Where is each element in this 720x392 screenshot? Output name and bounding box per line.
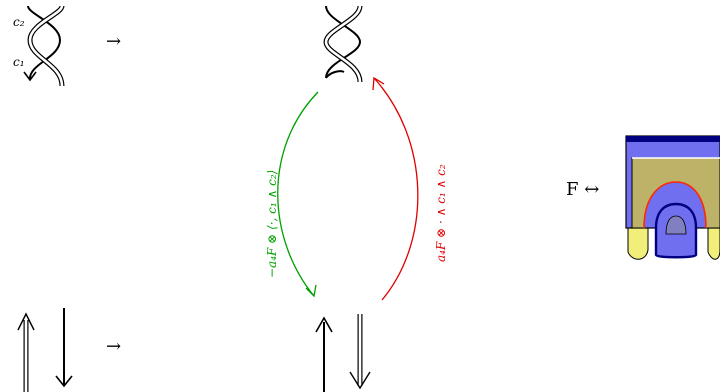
label-c1: c₁: [13, 55, 25, 69]
label-c2: c₂: [13, 15, 25, 29]
right-map-label: a₄F ⊗ · ∧ c₁ ∧ c₂: [434, 164, 448, 262]
bottom-left-strands: [17, 308, 73, 392]
F-picture: [625, 135, 720, 260]
F-relation-label: F ↔: [566, 179, 599, 200]
top-center-braid: [323, 5, 363, 83]
right-map-arc: [372, 76, 419, 301]
arrow-bottom: →: [106, 336, 121, 357]
bottom-center-strands: [315, 314, 371, 392]
left-map-label: −a₄F ⊗ ⟨·, c₁ ∧ c₂⟩: [265, 170, 279, 278]
left-map-arc: [277, 91, 319, 298]
arrow-top: →: [106, 31, 121, 52]
top-left-braid: [23, 5, 65, 87]
